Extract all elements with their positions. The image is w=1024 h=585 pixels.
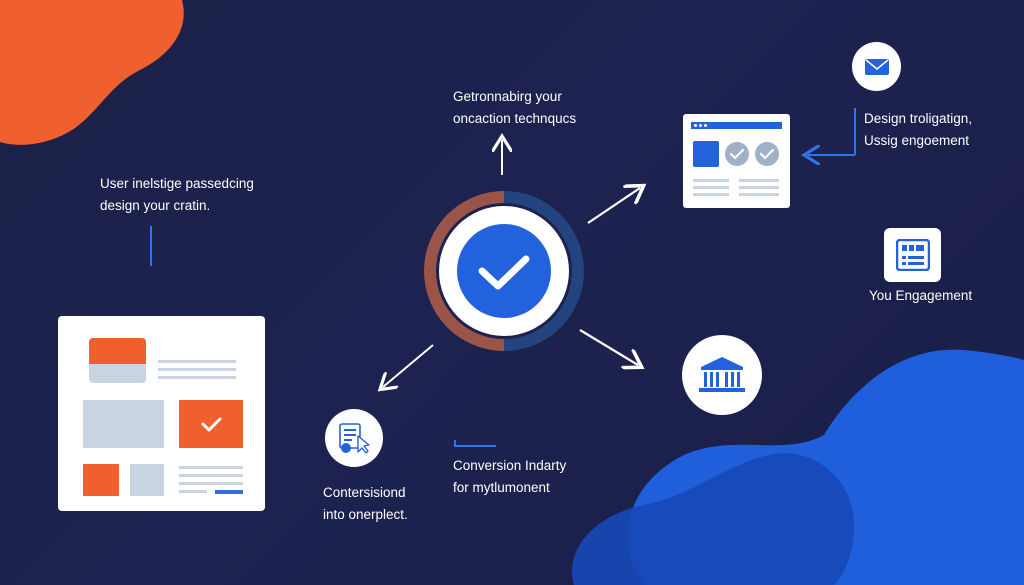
text-line: [739, 179, 779, 182]
dashboard-icon: [895, 239, 930, 271]
text-line: [693, 179, 729, 182]
text-line: [179, 482, 243, 485]
accent-line-left: [150, 226, 152, 266]
text-line: [158, 368, 236, 371]
document-icon-badge: [325, 409, 383, 467]
orange-check-block: [179, 400, 243, 448]
text-line: [739, 193, 779, 196]
gray-header-block: [89, 364, 146, 383]
bank-building-icon: [699, 357, 745, 392]
text-line: [179, 474, 243, 477]
text-line: [179, 466, 243, 469]
label-line: into onerplect.: [323, 507, 408, 522]
checkmark-icon: [201, 417, 222, 432]
label-line: oncaction technqucs: [453, 111, 577, 126]
text-line: [739, 186, 779, 189]
label-top-center: Getronnabirg your oncaction technqucs: [453, 86, 576, 130]
browser-window-card: [683, 114, 790, 208]
blue-action-bar: [215, 490, 243, 494]
label-right-mid: You Engagement: [869, 285, 972, 307]
central-check-ring: [424, 191, 584, 351]
arrow-lower-right: [579, 329, 638, 365]
orange-small-block: [83, 464, 119, 496]
window-dot: [694, 124, 697, 127]
arrow-upper-right: [587, 188, 640, 224]
accent-line-bottom: [454, 440, 456, 447]
checkmark-icon: [478, 255, 530, 290]
orange-header-block: [89, 338, 146, 364]
label-left: User inelstige passedcing design your cr…: [100, 173, 254, 217]
label-line: User inelstige passedcing: [100, 176, 254, 191]
label-bottom-center: Conversion Indarty for mytlumonent: [453, 455, 566, 499]
blue-blob-bottom-right: [572, 349, 1024, 585]
label-line: for mytlumonent: [453, 480, 550, 495]
bank-icon-badge: [682, 335, 762, 415]
label-line: Ussig engoement: [864, 133, 970, 148]
text-line: [693, 186, 729, 189]
envelope-icon: [864, 58, 889, 75]
check-circle-icon: [725, 142, 749, 166]
label-bottom-left: Contersisiond into onerplect.: [323, 482, 408, 526]
envelope-icon-badge: [852, 42, 901, 91]
label-line: You Engagement: [869, 288, 973, 303]
window-dot: [704, 124, 707, 127]
text-line: [693, 193, 729, 196]
label-line: Getronnabirg your: [453, 89, 562, 104]
left-interface-card: [58, 316, 265, 511]
browser-title-bar: [691, 122, 782, 129]
label-line: Conversion Indarty: [453, 458, 567, 473]
accent-line-bottom-h: [454, 445, 496, 447]
label-line: Contersisiond: [323, 485, 406, 500]
dashboard-icon-badge: [884, 228, 941, 282]
text-line: [158, 360, 236, 363]
gray-small-block: [130, 464, 164, 496]
document-pointer-icon: [339, 423, 370, 454]
arrow-lower-left: [383, 344, 434, 387]
text-line: [179, 490, 207, 493]
label-line: design your cratin.: [100, 198, 211, 213]
blue-square: [693, 141, 719, 167]
window-dot: [699, 124, 702, 127]
check-circle-icon: [755, 142, 779, 166]
orange-blob-top-left: [0, 0, 184, 145]
label-right-top: Design troligatign, Ussig engoement: [864, 108, 972, 152]
text-line: [158, 376, 236, 379]
label-line: Design troligatign,: [864, 111, 973, 126]
gray-content-block: [83, 400, 164, 448]
